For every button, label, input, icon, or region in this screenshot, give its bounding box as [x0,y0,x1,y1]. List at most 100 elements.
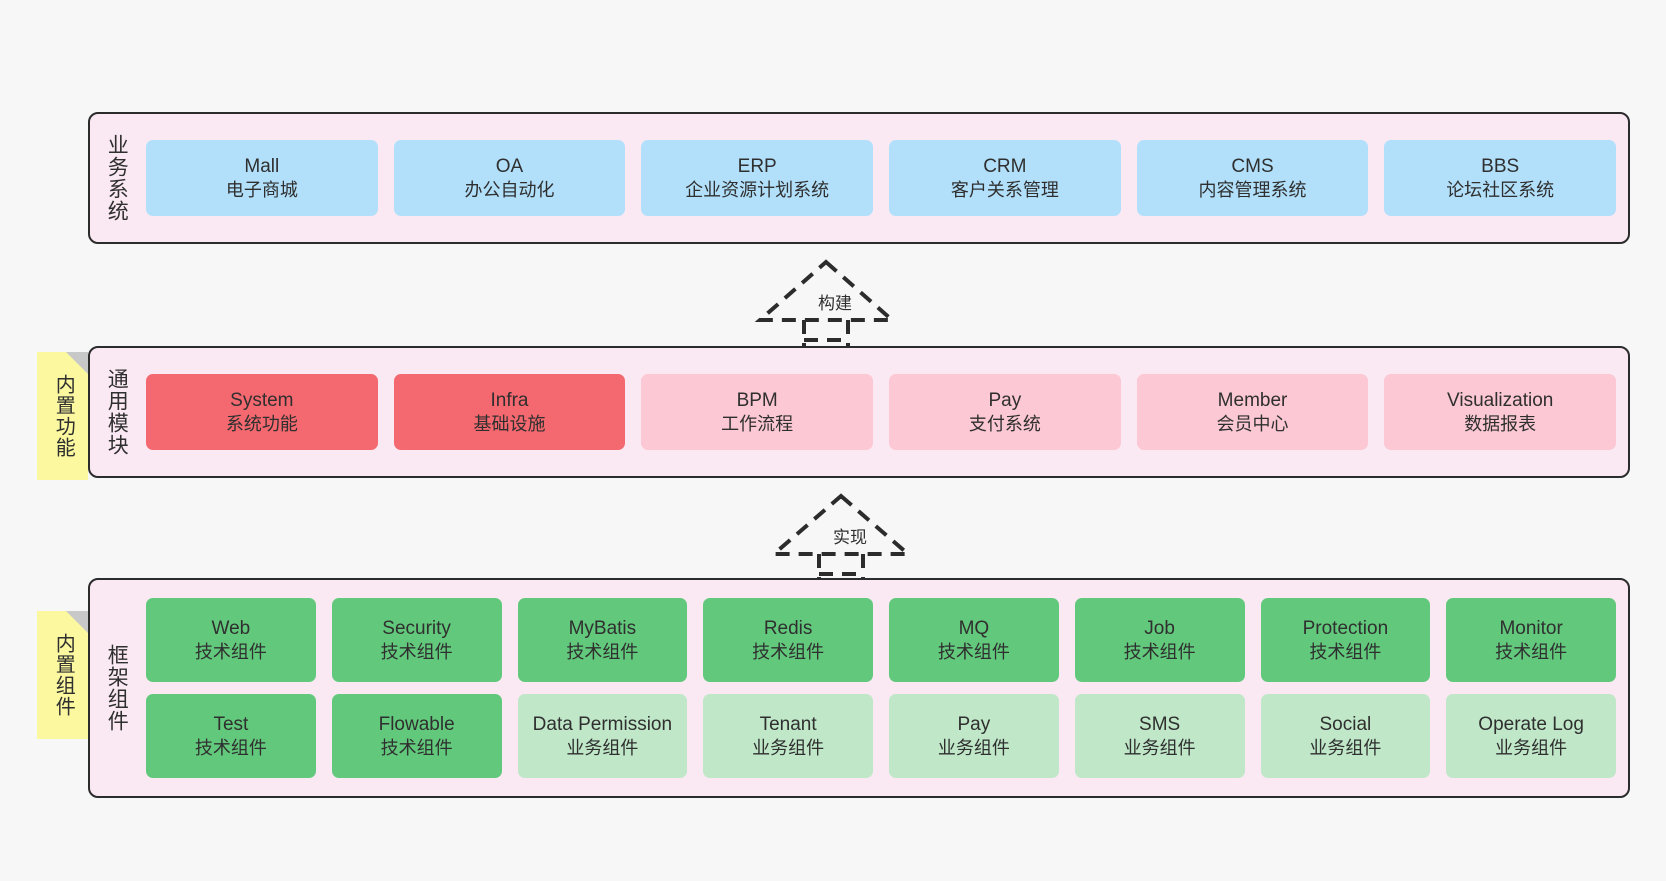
component-card-name: Data Permission [532,713,673,735]
component-card-name: Member [1217,389,1288,411]
component-card-name: CRM [983,155,1027,177]
component-card-desc: 技术组件 [194,641,267,662]
component-card-name: OA [495,155,524,177]
connector-build-stem [804,320,850,342]
component-card-desc: 支付系统 [968,413,1041,434]
component-card-desc: 工作流程 [721,413,794,434]
component-card-desc: 业务组件 [937,737,1010,758]
component-card-desc: 内容管理系统 [1198,179,1307,200]
component-card-desc: 业务组件 [566,737,639,758]
component-card-name: BBS [1481,155,1520,177]
component-card-name: SMS [1139,713,1181,735]
sticky-note-builtin-components: 内置组件 [37,611,88,739]
component-card-desc: 电子商城 [225,179,298,200]
component-card-name: ERP [737,155,777,177]
component-card-desc: 办公自动化 [464,179,555,200]
component-card-name: Pay [957,713,991,735]
component-card-desc: 技术组件 [1495,641,1568,662]
component-card-desc: 技术组件 [380,641,453,662]
connector-implement-stem [819,554,865,576]
component-card-desc: 系统功能 [225,413,298,434]
connector-build-label: 构建 [816,289,854,314]
component-card-desc: 基础设施 [473,413,546,434]
component-card-name: Test [213,713,249,735]
component-card-desc: 业务组件 [1123,737,1196,758]
component-card-name: Protection [1302,617,1389,639]
component-card-name: MyBatis [568,617,637,639]
layer-label-business-systems: 业务系统 [105,134,129,222]
component-card-name: Pay [988,389,1022,411]
connector-implement-label: 实现 [831,523,869,548]
component-card-desc: 论坛社区系统 [1446,179,1555,200]
component-card-desc: 会员中心 [1216,413,1289,434]
sticky-note-label: 内置组件 [52,633,75,717]
component-card-desc: 业务组件 [1495,737,1568,758]
component-card-name: Monitor [1499,617,1563,639]
component-card-desc: 技术组件 [752,641,825,662]
component-card-desc: 技术组件 [194,737,267,758]
component-card-desc: 数据报表 [1464,413,1537,434]
component-card-name: System [230,389,294,411]
component-card-name: Job [1144,617,1175,639]
layer-label-framework-components: 框架组件 [105,644,129,732]
sticky-note-builtin-features: 内置功能 [37,352,88,480]
component-card-name: BPM [736,389,778,411]
component-card-desc: 技术组件 [937,641,1010,662]
component-card-desc: 业务组件 [752,737,825,758]
component-card-name: Social [1319,713,1372,735]
component-card-desc: 技术组件 [566,641,639,662]
component-card-name: Operate Log [1478,713,1584,735]
component-card-desc: 技术组件 [1123,641,1196,662]
component-card-name: CMS [1231,155,1274,177]
component-card-name: Web [211,617,251,639]
component-card-desc: 技术组件 [1309,641,1382,662]
component-card-desc: 业务组件 [1309,737,1382,758]
component-card-desc: 客户关系管理 [950,179,1059,200]
sticky-note-label: 内置功能 [52,374,75,458]
layer-label-common-modules: 通用模块 [105,368,129,456]
component-card-name: Flowable [378,713,455,735]
component-card-name: Mall [244,155,280,177]
component-card-name: Infra [490,389,529,411]
component-card-desc: 技术组件 [380,737,453,758]
